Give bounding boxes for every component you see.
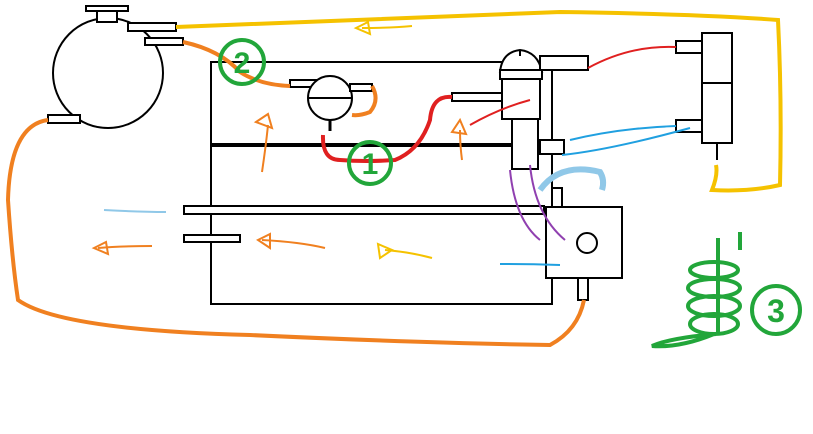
coil-heater (651, 232, 742, 349)
marker-2: 2 (218, 38, 266, 86)
red-flow-arrow-top (587, 45, 677, 69)
main-block (210, 61, 553, 305)
marker-1: 1 (347, 140, 393, 186)
tank (47, 5, 184, 129)
side-box (545, 187, 623, 301)
red-line (320, 94, 453, 163)
yellow-line (175, 9, 783, 193)
pump-column (451, 48, 589, 170)
valve-gauge (289, 75, 373, 131)
marker-3: 3 (750, 284, 802, 336)
radiator (675, 32, 733, 160)
marker-2-label: 2 (234, 47, 251, 80)
short-rail (183, 234, 241, 243)
purple-line-2 (529, 164, 566, 241)
blue-flow-arrow-bottom (499, 263, 561, 266)
marker-1-label: 1 (362, 148, 379, 181)
blue-line-return (561, 127, 691, 156)
horizontal-rail (183, 205, 545, 215)
light-blue-line (537, 166, 607, 192)
red-flow-arrow-inner (469, 99, 531, 126)
purple-line-1 (509, 169, 541, 241)
flow-arrows (91, 20, 468, 260)
marker-3-label: 3 (767, 293, 785, 329)
blue-flow-arrow-top (569, 125, 677, 141)
orange-line-lower (5, 118, 586, 348)
light-blue-flow-arrow (103, 209, 167, 213)
orange-line-gauge-return (351, 85, 378, 118)
orange-line-upper (182, 40, 291, 88)
